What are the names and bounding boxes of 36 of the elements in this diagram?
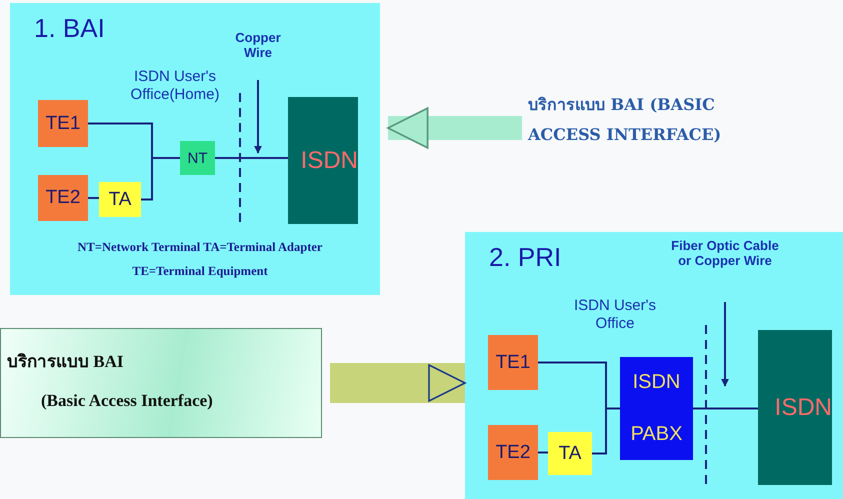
block-arrow <box>387 107 522 149</box>
connector-line <box>215 157 288 159</box>
terminal-equipment-box: TE1 <box>38 100 88 147</box>
description-card <box>0 328 322 438</box>
card-text: บริการแบบ BAI <box>7 351 124 373</box>
terminal-equipment-box: TE2 <box>488 425 538 480</box>
diagram-panel <box>465 232 843 499</box>
network-terminal-box: NT <box>180 141 215 175</box>
terminal-adapter-box: TA <box>99 182 141 217</box>
isdn-network-box: ISDN <box>288 97 358 224</box>
box-label: ISDN <box>632 371 680 394</box>
callout-text: Fiber Optic Cable or Copper Wire <box>665 238 785 298</box>
connector-line <box>538 452 548 454</box>
connector-line <box>693 408 758 410</box>
pointer-arrow <box>721 302 729 387</box>
abbreviation-note: NT=Network Terminal TA=Terminal Adapter <box>76 240 324 255</box>
terminal-adapter-box: TA <box>548 432 592 475</box>
panel-title: 2. PRI <box>489 242 562 273</box>
connector-line <box>88 197 99 199</box>
connector-line <box>141 157 180 200</box>
location-label: ISDN User's Office <box>572 297 658 333</box>
pabx-box <box>620 357 693 460</box>
callout-text: Copper Wire <box>226 30 290 76</box>
pointer-arrow <box>254 80 262 154</box>
isdn-network-box: ISDN <box>758 330 832 485</box>
terminal-equipment-box: TE1 <box>488 335 538 390</box>
diagram-panel <box>10 3 380 295</box>
block-arrow <box>330 363 466 403</box>
location-label: ISDN User's Office(Home) <box>130 68 220 104</box>
panel-title: 1. BAI <box>34 13 105 44</box>
terminal-equipment-box: TE2 <box>38 175 88 221</box>
connector-line <box>592 408 620 454</box>
card-text: (Basic Access Interface) <box>41 391 213 411</box>
abbreviation-note: TE=Terminal Equipment <box>131 264 269 279</box>
box-label: PABX <box>630 422 682 446</box>
heading-text: บริการแบบ BAI (BASIC ACCESS INTERFACE) <box>528 90 788 160</box>
